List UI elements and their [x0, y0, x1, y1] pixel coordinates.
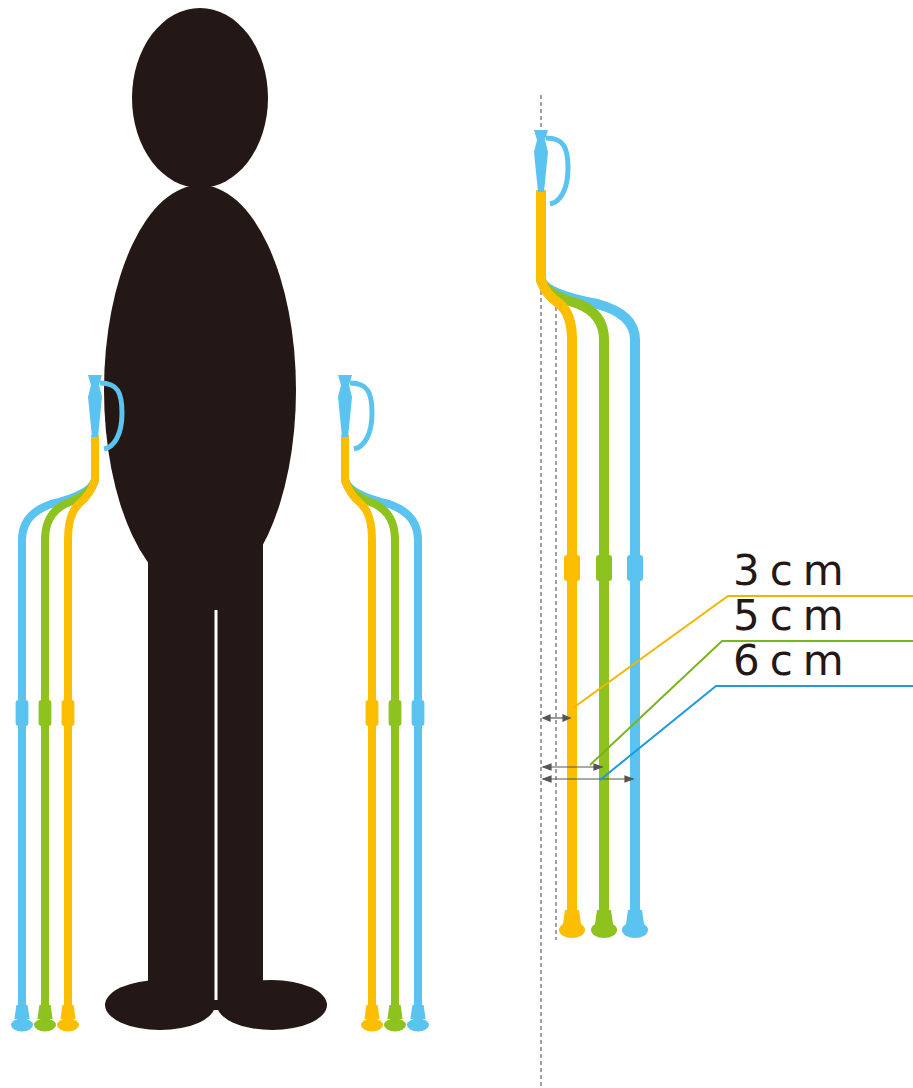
- pole-tip: [57, 1019, 79, 1032]
- pole-joint: [596, 555, 612, 581]
- pole-shaft: [541, 190, 635, 930]
- pole: [338, 375, 429, 1031]
- grip-body: [534, 130, 548, 192]
- grip-body: [88, 375, 102, 437]
- dimension-label: 6cm: [733, 640, 854, 682]
- pole-tip: [34, 1019, 56, 1032]
- pole-ferrule: [387, 1005, 402, 1019]
- pole: [534, 130, 648, 938]
- pole-joint: [412, 700, 425, 726]
- pole-joint: [62, 700, 75, 726]
- pole-joint: [366, 700, 379, 726]
- dimension-label: 5cm: [733, 595, 854, 637]
- pole-ferrule: [563, 910, 581, 924]
- pole-tip: [361, 1019, 383, 1032]
- dimension-label: 3cm: [733, 550, 854, 592]
- pole-tip: [622, 922, 648, 938]
- pole-joint: [16, 700, 29, 726]
- pole-tip: [591, 922, 617, 938]
- pole-joint: [627, 555, 643, 581]
- pole-ferrule: [595, 910, 613, 924]
- pole-grip: [338, 375, 372, 449]
- person-silhouette: [104, 8, 327, 1030]
- pole-ferrule: [364, 1005, 379, 1019]
- pole-tip: [407, 1019, 429, 1032]
- pole-shaft: [541, 190, 604, 930]
- grip-strap: [546, 138, 568, 204]
- pole-tip: [11, 1019, 33, 1032]
- pole-shaft: [45, 435, 95, 1025]
- grip-strap: [350, 383, 372, 449]
- grip-strap: [100, 383, 122, 449]
- pole-joint: [39, 700, 52, 726]
- leg-gap: [215, 610, 218, 1000]
- pole-shaft: [22, 435, 95, 1025]
- pole: [11, 375, 122, 1031]
- pole-ferrule: [37, 1005, 52, 1019]
- pole-grip: [88, 375, 122, 449]
- pole-ferrule: [14, 1005, 29, 1019]
- pole-shaft: [345, 435, 418, 1025]
- pole-ferrule: [410, 1005, 425, 1019]
- guide-lines: [541, 95, 635, 1088]
- pole-shaft: [345, 435, 395, 1025]
- pole-shaft: [68, 435, 95, 1025]
- leader-lines: [573, 596, 913, 780]
- pole-joint: [389, 700, 402, 726]
- dimension-arrows: [543, 715, 633, 782]
- poles: [11, 130, 648, 1031]
- pole-grip: [534, 130, 568, 204]
- pole-joint: [564, 555, 580, 581]
- pole-tip: [559, 922, 585, 938]
- grip-body: [338, 375, 352, 437]
- pole-tip: [384, 1019, 406, 1032]
- pole-ferrule: [60, 1005, 75, 1019]
- pole-ferrule: [626, 910, 644, 924]
- pole-shaft: [345, 435, 372, 1025]
